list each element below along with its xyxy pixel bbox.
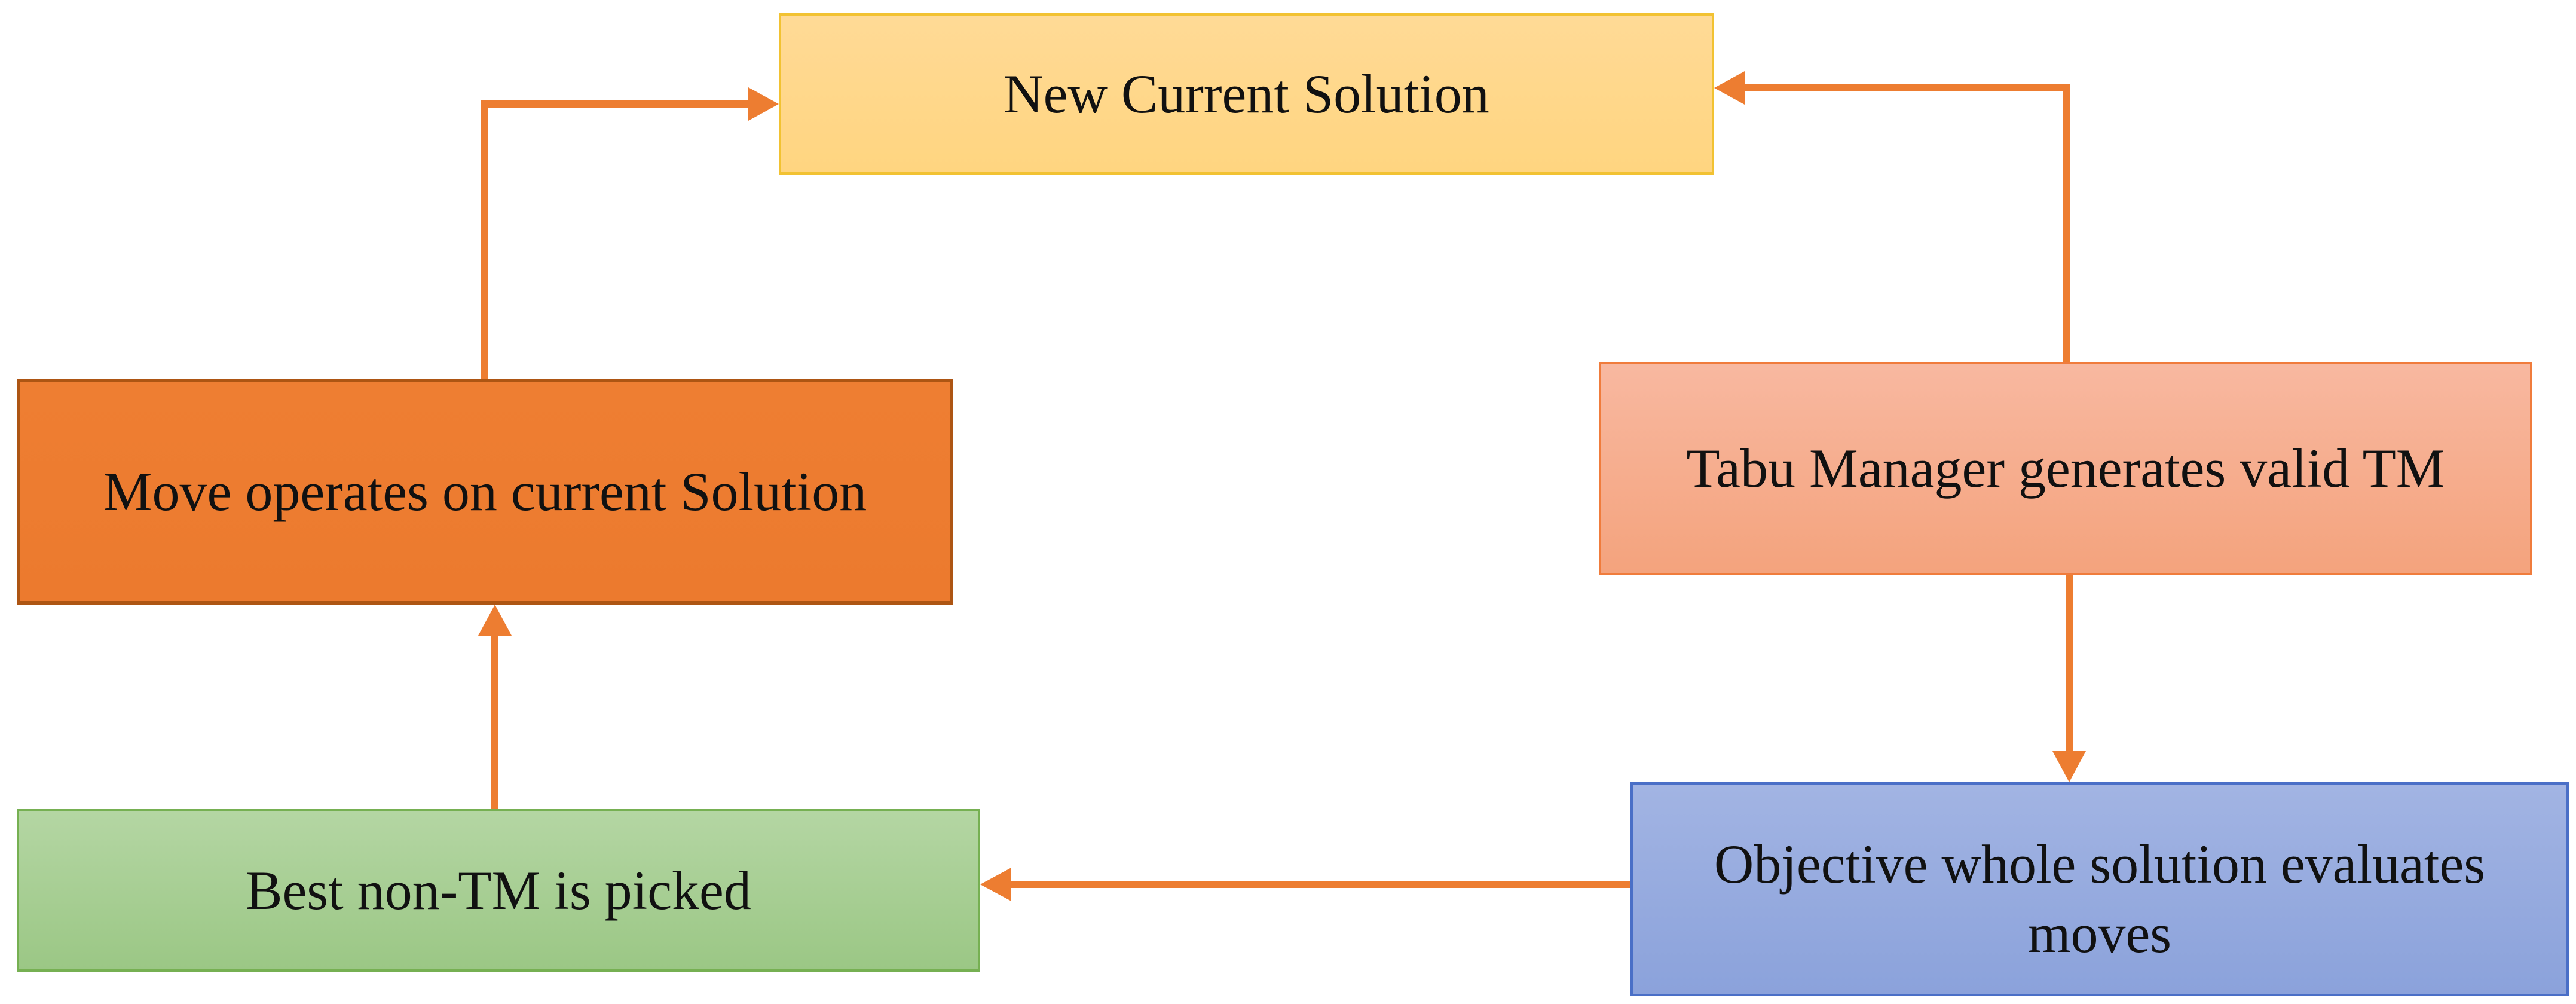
arrow-tabu-to-objective xyxy=(2052,575,2086,782)
node-objective-evaluates: Objective whole solution evaluates moves xyxy=(1630,782,2569,996)
node-new-current-solution-label: New Current Solution xyxy=(1004,63,1489,124)
node-tabu-manager-label: Tabu Manager generates valid TM xyxy=(1686,438,2445,499)
arrow-best-to-move xyxy=(478,605,512,809)
arrow-move-to-new-solution xyxy=(481,87,779,379)
arrow-tabu-to-new-solution xyxy=(1714,71,2070,362)
node-objective-evaluates-line-2: moves xyxy=(2027,903,2172,964)
arrow-objective-to-best xyxy=(980,868,1630,901)
node-best-non-tm: Best non-TM is picked xyxy=(17,809,980,972)
node-tabu-manager: Tabu Manager generates valid TM xyxy=(1599,362,2532,575)
node-new-current-solution: New Current Solution xyxy=(779,13,1714,175)
node-best-non-tm-label: Best non-TM is picked xyxy=(246,859,751,921)
node-objective-evaluates-line-1: Objective whole solution evaluates xyxy=(1714,834,2486,895)
node-move-operates-label: Move operates on current Solution xyxy=(103,460,867,522)
node-move-operates: Move operates on current Solution xyxy=(17,379,953,605)
